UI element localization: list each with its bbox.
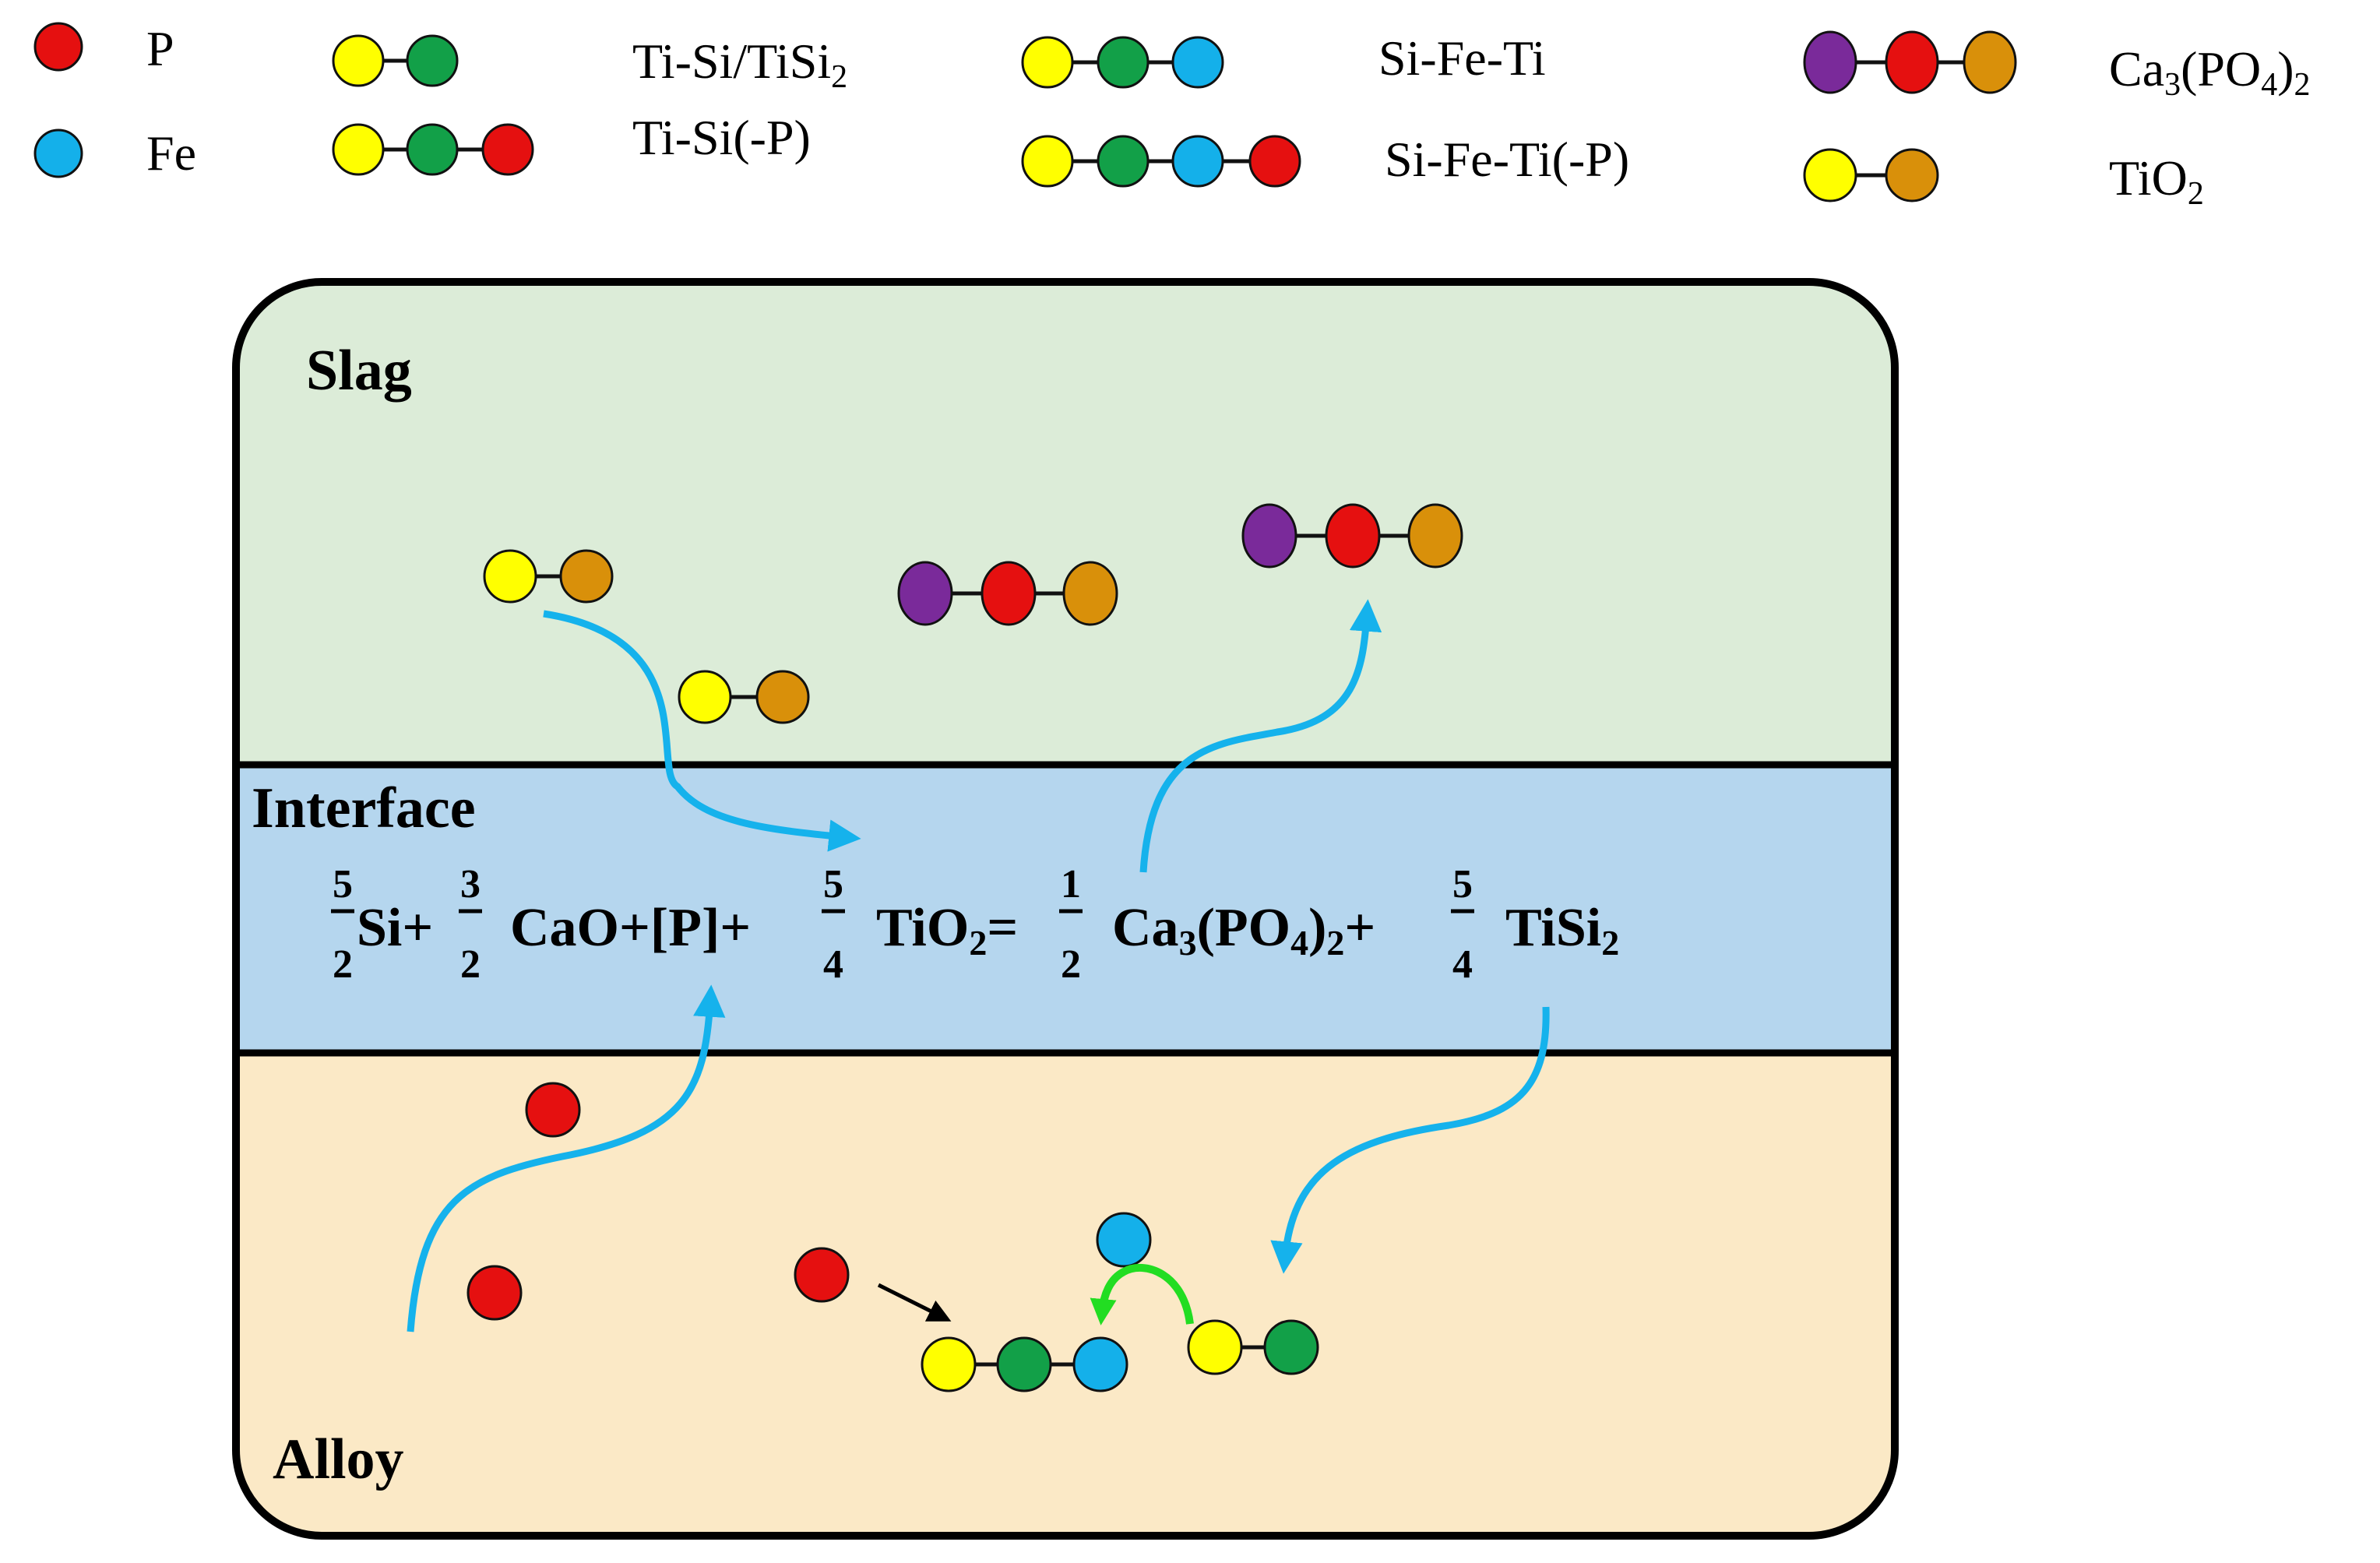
alloy-si-fe-ti-molecule: [921, 1336, 1128, 1392]
reaction-equation: 5 2 Si+ 3 2 CaO+[P]+ 5 4 TiO2= 1 2 Ca3(P…: [331, 862, 1619, 987]
eq-frac2-num: 3: [460, 862, 481, 906]
eq-frac4-den: 2: [1061, 942, 1081, 987]
alloy-label: Alloy: [273, 1427, 404, 1491]
eq-frac2-den: 2: [460, 942, 481, 987]
slag-label: Slag: [306, 339, 412, 403]
eq-term-cao-p: CaO+[P]+: [510, 898, 751, 958]
eq-term-tisi2: TiSi2: [1505, 898, 1619, 963]
alloy-p-atom-2: [466, 1265, 523, 1321]
eq-term-tio2: TiO2=: [876, 898, 1018, 963]
fe-exchange-arrow: [1090, 1263, 1194, 1325]
eq-frac4-num: 1: [1061, 862, 1081, 906]
legend-si-fe-ti-molecule: [1021, 36, 1224, 89]
legend-ca3po42-label: Ca3(PO4)2: [2109, 41, 2311, 103]
legend-si-fe-ti-p-molecule: [1021, 135, 1301, 188]
legend-tio2-label: TiO2: [2109, 150, 2204, 212]
slag-ca3po42-molecule-2: [1241, 503, 1463, 569]
reactor-outline: [232, 278, 1899, 1540]
legend-si-fe-ti-label: Si-Fe-Ti: [1378, 30, 1546, 86]
slag-tio2-molecule-2: [678, 670, 810, 724]
legend-tio2-molecule: [1803, 148, 1939, 202]
eq-frac1-den: 2: [333, 942, 353, 987]
interface-label: Interface: [252, 776, 476, 840]
legend-ti-si-label: Ti-Si/TiSi2: [632, 33, 847, 95]
eq-frac1-num: 5: [333, 862, 353, 906]
alloy-p-atom-3: [794, 1247, 850, 1303]
slag-ca3po42-molecule-1: [897, 561, 1118, 626]
eq-term-ca3po42: Ca3(PO4)2+: [1112, 898, 1375, 963]
legend-ca3po42-molecule: [1803, 30, 2017, 94]
tio2-to-interface-arrow: [543, 610, 861, 852]
legend-fe-atom: [33, 128, 83, 178]
eq-term-si: Si+: [357, 898, 433, 958]
slag-tio2-molecule-1: [483, 549, 614, 604]
tisi2-to-alloy-arrow: [1270, 1006, 1550, 1274]
ca3po42-to-slag-arrow: [1139, 599, 1382, 873]
legend-p-atom: [33, 22, 83, 72]
slag-zone: [236, 282, 1895, 765]
eq-frac5-den: 4: [1452, 942, 1473, 987]
p-to-interface-arrow: [407, 984, 726, 1332]
alloy-ti-si-molecule: [1187, 1319, 1319, 1375]
legend-ti-si-p-molecule: [332, 123, 534, 176]
legend-ti-si-p-label: Ti-Si(-P): [632, 110, 811, 165]
eq-frac3-den: 4: [823, 942, 843, 987]
legend-p-label: P: [146, 21, 174, 76]
legend-si-fe-ti-p-label: Si-Fe-Ti(-P): [1385, 132, 1629, 187]
interface-zone: [236, 765, 1895, 1053]
alloy-fe-atom: [1096, 1212, 1152, 1268]
p-attach-arrow: [877, 1283, 952, 1322]
alloy-p-atom-1: [525, 1082, 581, 1138]
legend-fe-label: Fe: [146, 125, 196, 181]
eq-frac3-num: 5: [823, 862, 843, 906]
legend-ti-si-molecule: [332, 34, 459, 87]
legend: P Fe Ti-Si/TiSi2 Ti-Si(-P) Si-Fe-Ti: [33, 21, 2311, 212]
eq-frac5-num: 5: [1452, 862, 1473, 906]
